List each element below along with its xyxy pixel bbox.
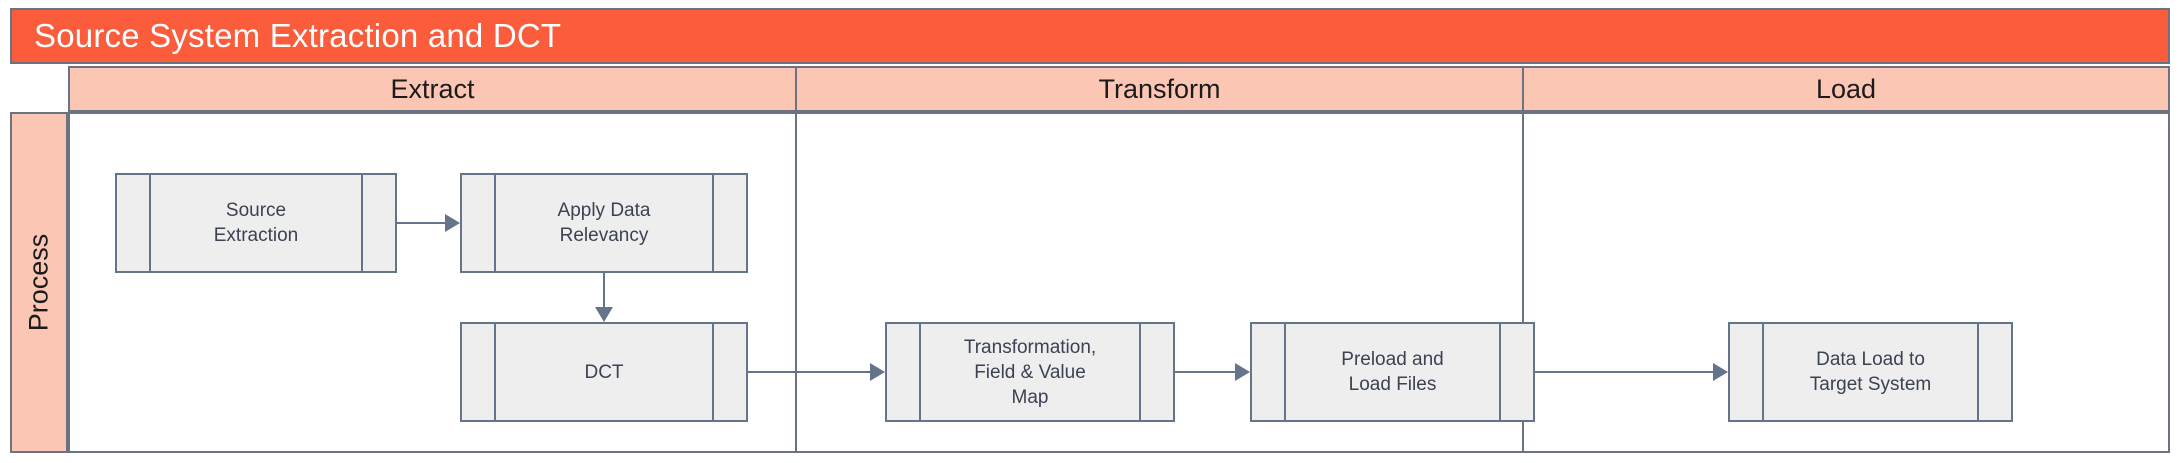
- node-label-transformation-map: Transformation, Field & Value Map: [963, 336, 1097, 408]
- lane-header-label-transform: Transform: [1098, 73, 1221, 104]
- predefined-process-bar-right: [1139, 322, 1141, 422]
- node-label-apply-data-relevancy: Apply Data Relevancy: [557, 200, 651, 246]
- predefined-process-bar-right: [361, 173, 363, 273]
- node-dct[interactable]: DCT: [460, 322, 748, 422]
- edge-arrowhead-apply-data-relevancy: [445, 214, 460, 232]
- edge-arrowhead-transformation-map: [870, 363, 885, 381]
- lane-header-extract: Extract: [68, 66, 797, 112]
- diagram-title-bar: Source System Extraction and DCT: [10, 8, 2170, 64]
- predefined-process-bar-left: [494, 322, 496, 422]
- node-label-source-extraction: Source Extraction: [213, 200, 299, 246]
- predefined-process-bar-right: [712, 173, 714, 273]
- edge-source-extraction-to-apply-data-relevancy: [397, 222, 445, 224]
- predefined-process-bar-right: [1499, 322, 1501, 422]
- lane-body-load: [1522, 112, 2170, 453]
- diagram-title: Source System Extraction and DCT: [34, 17, 562, 54]
- pool-label-process: Process: [10, 112, 68, 453]
- node-preload-load-files[interactable]: Preload and Load Files: [1250, 322, 1535, 422]
- node-data-load-target[interactable]: Data Load to Target System: [1728, 322, 2013, 422]
- node-label-dct: DCT: [584, 361, 624, 383]
- node-apply-data-relevancy[interactable]: Apply Data Relevancy: [460, 173, 748, 273]
- predefined-process-bar-right: [712, 322, 714, 422]
- lane-header-label-load: Load: [1815, 73, 1877, 104]
- edge-arrowhead-preload-load-files: [1235, 363, 1250, 381]
- lane-header-transform: Transform: [795, 66, 1524, 112]
- edge-arrowhead-dct: [595, 307, 613, 322]
- edge-preload-load-files-to-data-load-target: [1535, 371, 1713, 373]
- edge-arrowhead-data-load-target: [1713, 363, 1728, 381]
- predefined-process-bar-left: [494, 173, 496, 273]
- node-transformation-map[interactable]: Transformation, Field & Value Map: [885, 322, 1175, 422]
- lane-header-load: Load: [1522, 66, 2170, 112]
- node-source-extraction[interactable]: Source Extraction: [115, 173, 397, 273]
- pool-label-text: Process: [23, 233, 54, 332]
- node-label-data-load-target: Data Load to Target System: [1809, 349, 1932, 395]
- predefined-process-bar-left: [1284, 322, 1286, 422]
- predefined-process-bar-left: [1762, 322, 1764, 422]
- lane-header-label-extract: Extract: [390, 73, 475, 104]
- predefined-process-bar-left: [919, 322, 921, 422]
- edge-apply-data-relevancy-to-dct: [603, 273, 605, 307]
- edge-dct-to-transformation-map: [748, 371, 870, 373]
- predefined-process-bar-left: [149, 173, 151, 273]
- predefined-process-bar-right: [1977, 322, 1979, 422]
- edge-transformation-map-to-preload-load-files: [1175, 371, 1235, 373]
- node-label-preload-load-files: Preload and Load Files: [1341, 349, 1444, 395]
